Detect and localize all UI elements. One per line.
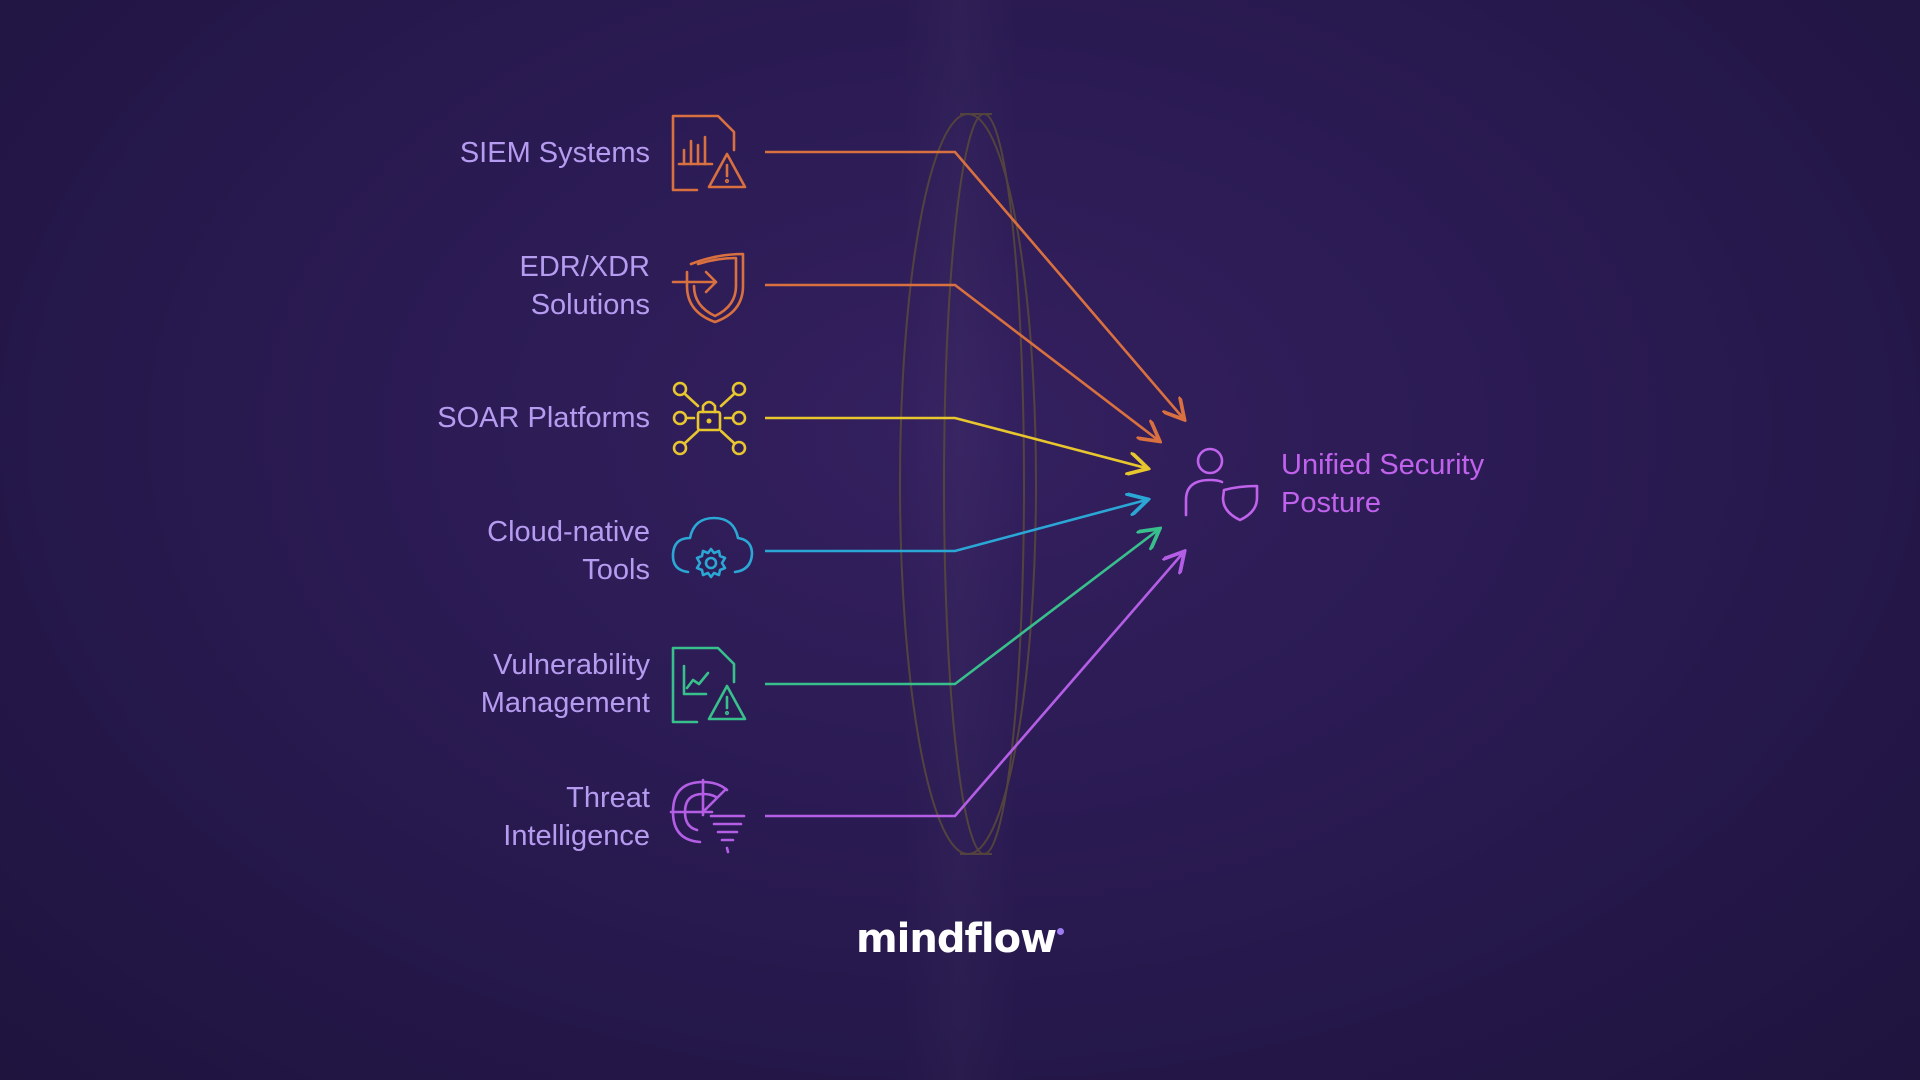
- connector-threat-intel: [765, 553, 1183, 818]
- brand-dot: [1057, 928, 1065, 935]
- source-label-soar: SOAR Platforms: [437, 402, 650, 434]
- radar-tornado-icon: [669, 778, 746, 854]
- source-label-edr-xdr: EDR/XDR Solutions: [519, 251, 650, 321]
- mindflow-logo: mindflow: [0, 916, 1920, 962]
- connector-siem: [765, 150, 1183, 418]
- source-label-cloud-native: Cloud-native Tools: [487, 516, 650, 586]
- user-shield-icon: [1184, 447, 1259, 522]
- lock-network-icon: [672, 381, 747, 456]
- source-label-vulnerability: Vulnerability Management: [480, 649, 650, 719]
- connector-vulnerability: [765, 530, 1158, 686]
- shield-login-icon: [671, 252, 745, 324]
- target-label: Unified Security Posture: [1281, 449, 1485, 519]
- brand-name: mindflow: [855, 916, 1057, 962]
- source-label-threat-intel: Threat Intelligence: [503, 782, 650, 852]
- connector-cloud-native: [765, 500, 1146, 553]
- chart-document-warning-icon: [671, 646, 747, 724]
- connector-soar: [765, 416, 1146, 468]
- connector-edr-xdr: [765, 283, 1158, 440]
- source-label-siem: SIEM Systems: [459, 137, 650, 169]
- siem-report-warning-icon: [671, 114, 747, 192]
- cloud-gear-icon: [671, 516, 754, 579]
- lens-shape: [899, 113, 1037, 855]
